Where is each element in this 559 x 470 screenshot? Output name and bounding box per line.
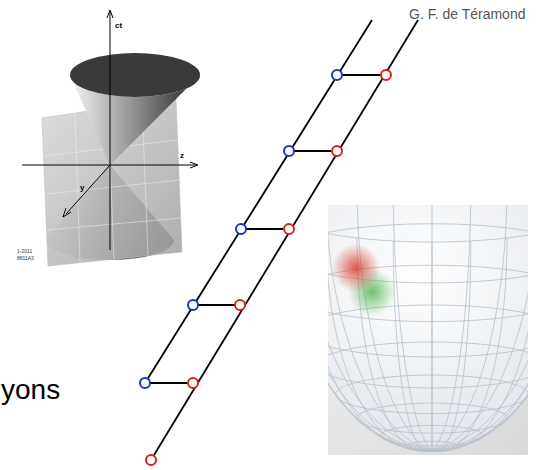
blue-dot (284, 146, 294, 156)
red-dot (188, 378, 198, 388)
title-fragment: yons (1, 376, 60, 404)
ads-bowl (328, 205, 528, 455)
red-glow (332, 244, 380, 292)
figure-code: 8811A3 (17, 256, 34, 261)
meridian (328, 212, 432, 450)
axes (22, 10, 198, 250)
parallel (357, 403, 507, 433)
meridian (432, 241, 471, 452)
blue-dot (332, 70, 342, 80)
rung (193, 304, 240, 306)
rung (289, 150, 337, 152)
figure-code: 1-2011 (17, 249, 32, 254)
bowl-grid (328, 205, 528, 452)
blue-dot (140, 378, 150, 388)
meridian (393, 241, 432, 452)
cone-rim (70, 53, 200, 97)
axis-label: z (180, 152, 184, 160)
bowl-surface (328, 205, 528, 450)
red-dot (284, 224, 294, 234)
red-dot (381, 70, 391, 80)
red-dot (235, 300, 245, 310)
parallel (381, 425, 484, 446)
meridian (432, 227, 528, 450)
axis-label: y (80, 184, 84, 192)
rung (337, 74, 386, 76)
meridian (328, 220, 432, 450)
parallel (336, 375, 528, 414)
red-dot (332, 146, 342, 156)
parallel (328, 205, 528, 242)
blue-dot (236, 224, 246, 234)
parallel (406, 441, 458, 451)
meridian (432, 220, 528, 450)
parallel (328, 305, 528, 357)
light-cone (22, 10, 200, 266)
rung (241, 228, 289, 230)
axis-label: ct (115, 22, 122, 30)
meridian (432, 238, 507, 451)
parallel (328, 342, 528, 388)
red-dot (146, 455, 156, 465)
rung (145, 382, 193, 384)
author-name: G. F. de Téramond (409, 7, 525, 21)
blue-dot (188, 300, 198, 310)
